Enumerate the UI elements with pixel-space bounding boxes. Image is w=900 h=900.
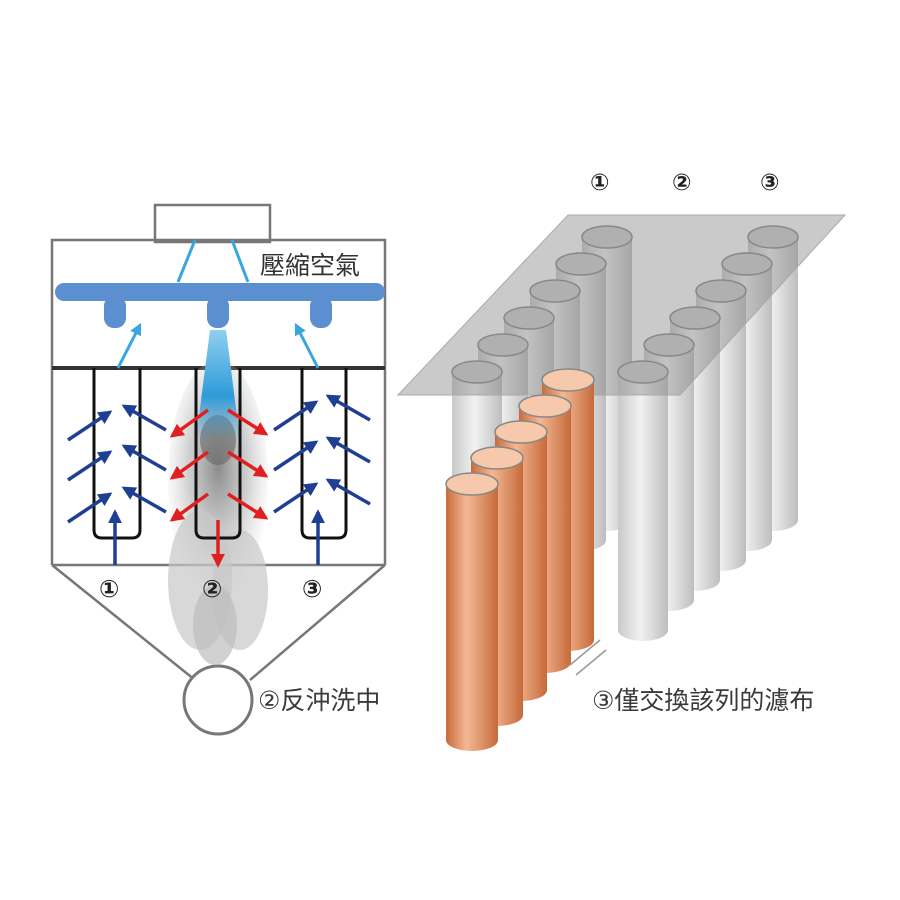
row-label-2: ② (672, 170, 692, 196)
left-caption: ②反沖洗中 (258, 686, 381, 715)
row-label-3: ③ (760, 170, 780, 196)
compartment-label-1: ① (99, 575, 120, 603)
induced-flow-right (294, 322, 320, 369)
backwash-arrows (169, 408, 269, 568)
compressed-air-pipe (55, 239, 385, 328)
dust-collector-housing (50, 203, 387, 736)
break-mark-2 (575, 649, 607, 676)
grey-bag-row3-6 (617, 360, 669, 641)
row-label-1: ① (590, 170, 610, 196)
compartment-label-3: ③ (302, 575, 323, 603)
induced-flow-left (116, 322, 142, 369)
filtering-arrows (67, 394, 371, 565)
compressed-air-label: 壓縮空氣 (258, 246, 363, 282)
break-mark-1 (569, 639, 601, 666)
compartment-label-2: ② (202, 575, 223, 603)
filter-bag-front-row (445, 368, 595, 751)
right-caption: ③僅交換該列的濾布 (592, 686, 815, 715)
orange-bag-row2-5 (445, 472, 499, 751)
